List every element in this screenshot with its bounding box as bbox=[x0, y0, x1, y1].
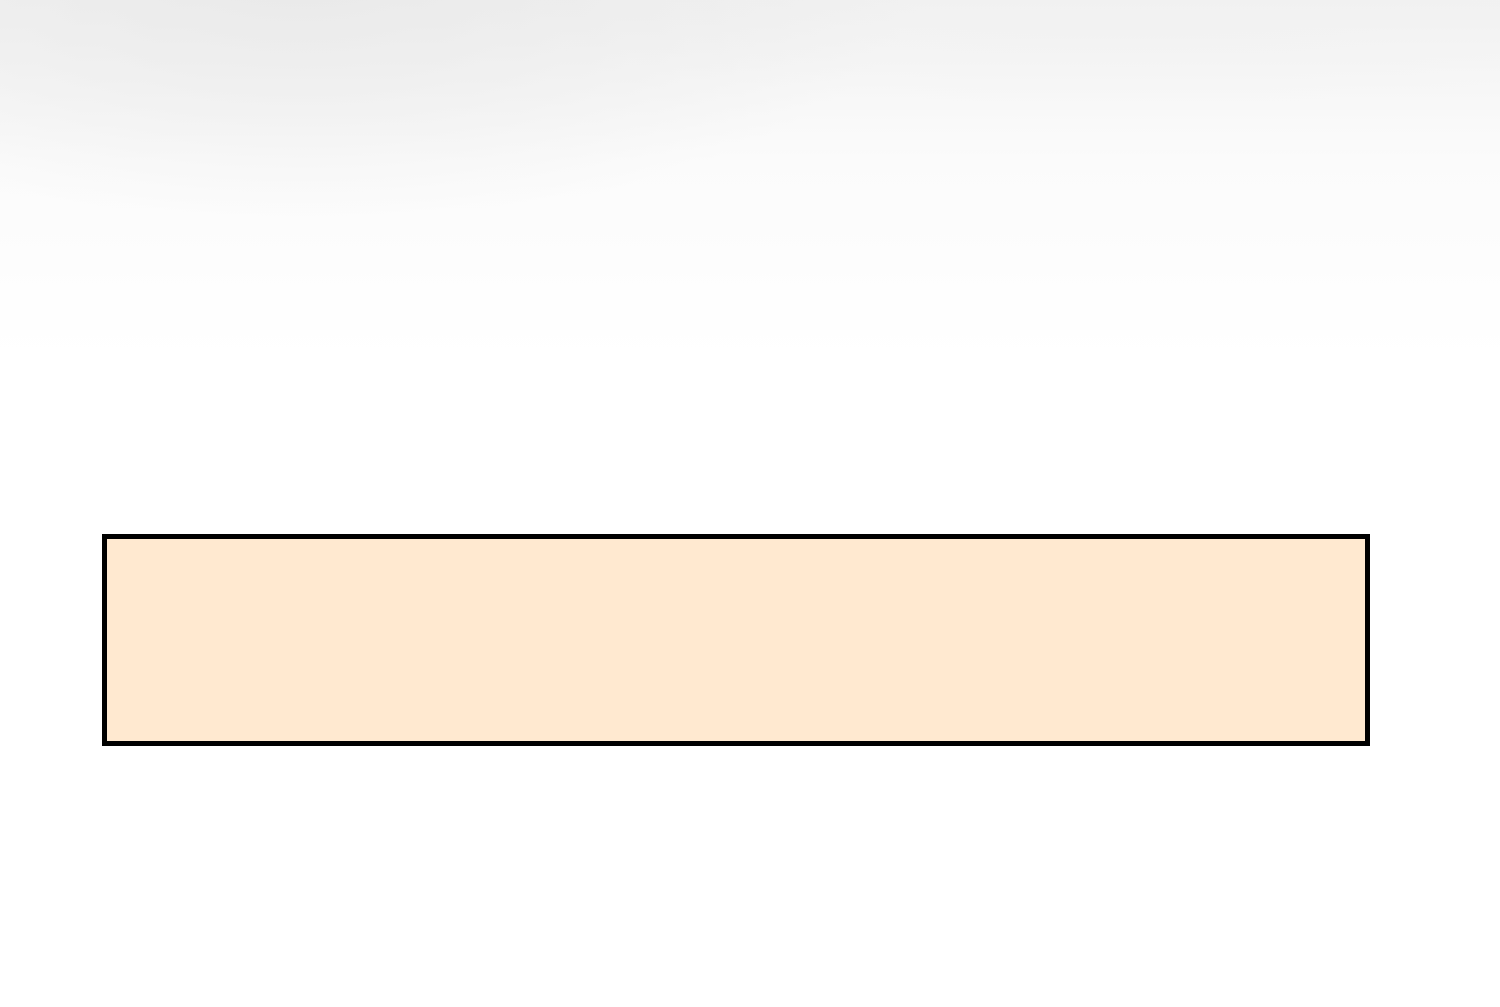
background-gradient bbox=[0, 0, 1500, 420]
empty-box bbox=[102, 534, 1370, 746]
box-label bbox=[107, 539, 1365, 741]
